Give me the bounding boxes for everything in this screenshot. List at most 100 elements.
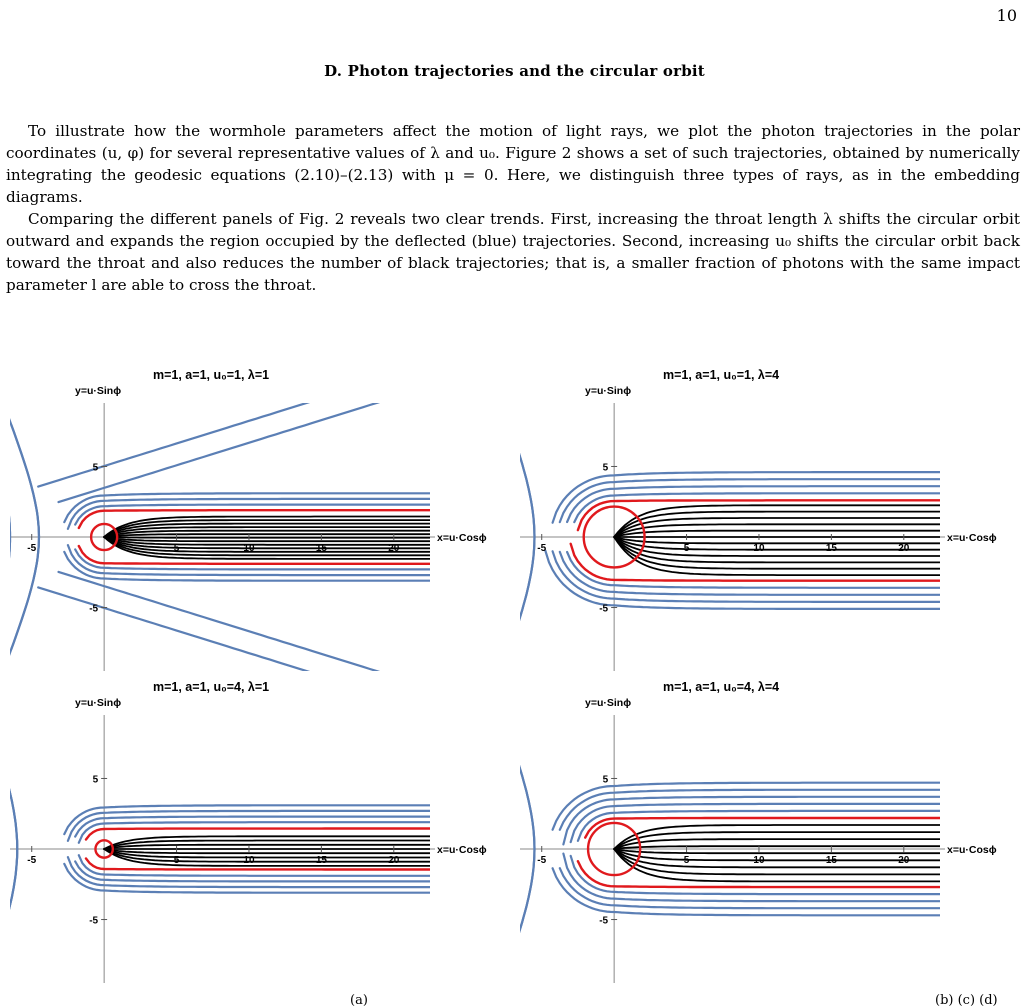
circular-orbit-trajectory: [77, 509, 430, 530]
crossing-trajectory: [613, 848, 940, 876]
deflected-trajectory: [74, 503, 430, 526]
deflected-trajectory: [10, 418, 41, 650]
crossing-trajectory: [103, 533, 430, 538]
crossing-trajectory: [103, 835, 430, 850]
x-tick-label: 20: [388, 543, 400, 554]
crossing-trajectory: [103, 848, 430, 867]
deflected-trajectory: [63, 862, 430, 894]
crossing-trajectory: [103, 519, 430, 538]
deflected-trajectory: [57, 403, 381, 504]
x-tick-label: -5: [537, 855, 546, 866]
circular-orbit-trajectory: [84, 857, 430, 871]
crossing-trajectory: [103, 536, 430, 543]
y-tick-label: -5: [89, 604, 98, 615]
deflected-trajectory: [569, 854, 940, 896]
y-tick-label: -5: [599, 604, 608, 615]
crossing-trajectory: [613, 536, 940, 545]
crossing-trajectory: [613, 536, 940, 557]
x-tick-label: 15: [826, 543, 838, 554]
deflected-trajectory: [10, 788, 19, 910]
crossing-trajectory: [613, 536, 940, 551]
deflected-trajectory: [544, 549, 940, 610]
deflected-trajectory: [520, 764, 536, 934]
y-axis-label: y=u·Sinϕ: [585, 385, 631, 397]
deflected-trajectory: [10, 515, 12, 559]
deflected-trajectory: [562, 795, 940, 846]
crossing-trajectory: [613, 848, 940, 862]
circular-orbit-trajectory: [584, 816, 940, 839]
crossing-trajectory: [613, 824, 940, 850]
circular-orbit-trajectory: [576, 860, 940, 889]
y-axis-label: y=u·Sinϕ: [75, 697, 121, 709]
deflected-trajectory: [562, 852, 940, 903]
x-tick-label: 20: [388, 855, 400, 866]
x-axis-label: x=u·Cosϕ: [437, 844, 487, 856]
crossing-trajectory: [103, 515, 430, 538]
section-heading: D. Photon trajectories and the circular …: [324, 62, 705, 80]
deflected-trajectory: [551, 781, 940, 831]
crossing-trajectory: [613, 848, 940, 883]
crossing-trajectory: [103, 848, 430, 859]
x-tick-label: 5: [684, 855, 690, 866]
crossing-trajectory: [103, 536, 430, 557]
x-tick-label: 15: [826, 855, 838, 866]
deflected-trajectory: [10, 788, 19, 910]
deflected-trajectory: [66, 856, 430, 889]
deflected-trajectory: [576, 809, 940, 842]
deflected-trajectory: [63, 492, 430, 524]
deflected-trajectory: [63, 804, 430, 836]
deflected-trajectory: [74, 548, 430, 571]
x-tick-label: 10: [243, 855, 255, 866]
crossing-trajectory: [103, 536, 430, 553]
x-tick-label: 15: [316, 543, 328, 554]
crossing-trajectory: [613, 523, 940, 538]
deflected-trajectory: [573, 492, 940, 524]
x-axis-label: x=u·Cosϕ: [947, 844, 997, 856]
deflected-trajectory: [566, 485, 940, 524]
crossing-trajectory: [613, 845, 940, 850]
x-tick-label: 5: [684, 543, 690, 554]
deflected-trajectory: [520, 452, 536, 622]
crossing-trajectory: [613, 838, 940, 850]
deflected-trajectory: [558, 788, 940, 831]
circular-orbit-trajectory: [77, 544, 430, 565]
deflected-trajectory: [569, 802, 940, 844]
crossing-trajectory: [103, 536, 430, 539]
y-tick-label: -5: [89, 916, 98, 927]
circular-orbit: [94, 839, 115, 859]
page-number: 10: [996, 6, 1017, 25]
deflected-trajectory: [37, 403, 311, 488]
crossing-trajectory: [103, 843, 430, 850]
crossing-trajectory: [613, 529, 940, 538]
deflected-trajectory: [551, 471, 940, 524]
y-tick-label: 5: [93, 462, 99, 473]
x-tick-label: 10: [753, 543, 765, 554]
circular-orbit: [586, 821, 642, 877]
deflected-trajectory: [10, 515, 12, 559]
x-axis-label: x=u·Cosϕ: [947, 532, 997, 544]
deflected-trajectory: [520, 452, 536, 622]
crossing-trajectory: [103, 839, 430, 850]
y-tick-label: 5: [603, 462, 609, 473]
x-tick-label: -5: [27, 855, 36, 866]
deflected-trajectory: [77, 854, 430, 877]
deflected-trajectory: [520, 764, 536, 934]
x-tick-label: 15: [316, 855, 328, 866]
deflected-trajectory: [551, 550, 940, 603]
caption-left: (a): [350, 993, 368, 1008]
panel-title: m=1, a=1, u₀=1, λ=4: [663, 368, 779, 382]
x-tick-label: 20: [898, 543, 910, 554]
crossing-trajectory: [103, 536, 430, 560]
crossing-trajectory: [103, 536, 430, 550]
deflected-trajectory: [74, 815, 430, 838]
deflected-trajectory: [551, 867, 940, 917]
crossing-trajectory: [613, 536, 940, 570]
x-tick-label: 5: [174, 543, 180, 554]
panel-title: m=1, a=1, u₀=1, λ=1: [153, 368, 269, 382]
